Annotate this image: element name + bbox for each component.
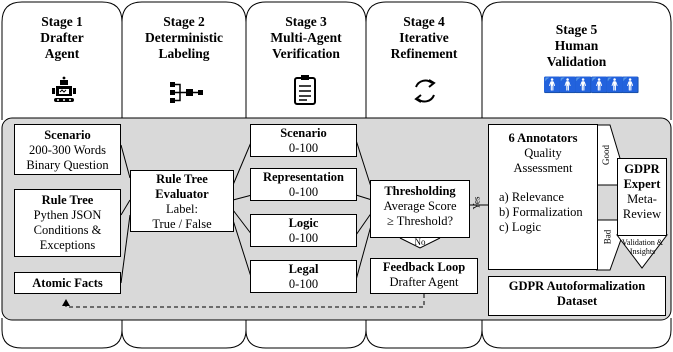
scenario-to-evaluator-connector [120, 144, 131, 179]
stage-4-panel [365, 1, 483, 120]
stage-panels [1, 1, 672, 120]
bad-label: Bad [602, 229, 613, 245]
refresh-cycle-icon [414, 79, 436, 103]
stage-1-panel [1, 1, 123, 120]
stage-5-panel [481, 1, 672, 120]
stage-panels-bottom [1, 318, 672, 349]
feedback-return-arrow [62, 294, 425, 308]
gdpr-expert-box: GDPR Expert Meta- Review [617, 158, 667, 236]
thresholding-box: Thresholding Average Score ≥ Threshold? [370, 180, 470, 238]
stage-3-panel [245, 1, 367, 120]
yes-label: Yes [471, 196, 482, 210]
rule-tree-box: Rule Tree Pythen JSON Conditions & Excep… [14, 189, 121, 257]
clipboard-checklist-icon [294, 75, 316, 105]
no-connector [399, 237, 441, 249]
annotators-box: 6 Annotators Quality Assessment a) Relev… [488, 124, 598, 270]
gdpr-dataset-box: GDPR Autoformalization Dataset [488, 276, 666, 316]
atomic-facts-box: Atomic Facts [14, 272, 121, 294]
scenario-box: Scenario 200-300 Words Binary Question [14, 124, 121, 175]
no-label: No [414, 237, 426, 247]
stage-2-panel [121, 1, 247, 120]
rule-tree-evaluator-box: Rule Tree Evaluator Label: True / False [130, 170, 234, 232]
tree-labeling-icon [170, 82, 203, 103]
validation-insights-label: Validation & Insights [621, 238, 664, 256]
feedback-loop-box: Feedback Loop Drafter Agent [370, 258, 478, 294]
robot-icon [52, 76, 76, 102]
good-label: Good [601, 145, 611, 165]
people-group-icon: 🚹🚹🚹🚹🚹🚹 [543, 78, 640, 94]
